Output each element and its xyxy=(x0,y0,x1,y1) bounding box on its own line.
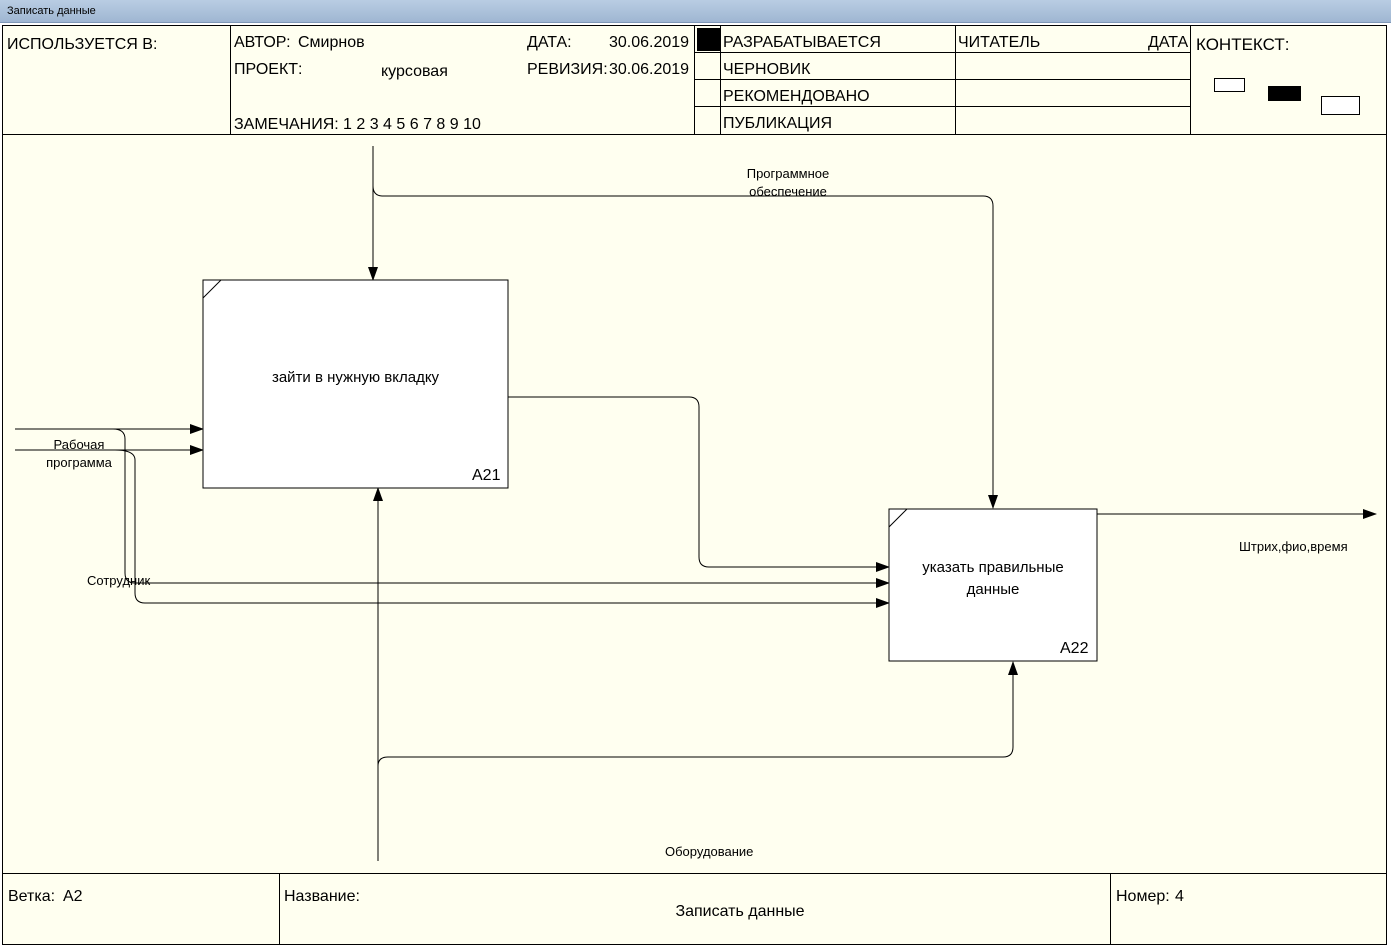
name-label: Название: xyxy=(284,888,360,905)
revision-value: 30.06.2019 xyxy=(609,61,690,78)
status-divider xyxy=(695,79,1191,80)
a21-label: зайти в нужную вкладку xyxy=(271,369,440,386)
diagram-canvas xyxy=(15,146,1377,861)
notes-label: ЗАМЕЧАНИЯ: xyxy=(234,116,339,133)
number-value: 4 xyxy=(1175,888,1184,905)
a21-output-arrow xyxy=(508,396,890,572)
author-cell: АВТОР: Смирнов ПРОЕКТ: курсовая ЗАМЕЧАНИ… xyxy=(231,26,695,134)
context-label: КОНТЕКСТ: xyxy=(1196,35,1290,54)
employee-label: Сотрудник xyxy=(87,573,151,588)
equipment-arrow-to-a22 xyxy=(377,661,1018,767)
branch-label: Ветка: xyxy=(8,888,56,905)
status-draft: ЧЕРНОВИК xyxy=(723,61,811,78)
window-title: Записать данные xyxy=(7,5,96,17)
notes-value: 1 2 3 4 5 6 7 8 9 10 xyxy=(343,116,481,133)
status-marker-column xyxy=(695,26,721,134)
name-value: Записать данные xyxy=(675,903,805,920)
a21-corner-mark xyxy=(202,279,222,299)
footer-branch-cell: Ветка: A2 xyxy=(3,873,280,944)
a22-label: указать правильные данные xyxy=(922,559,1064,598)
context-box-right xyxy=(1321,96,1360,115)
status-recommended: РЕКОМЕНДОВАНО xyxy=(723,88,870,105)
footer-top-border xyxy=(3,873,1386,874)
status-cell: РАЗРАБАТЫВАЕТСЯ ЧЕРНОВИК РЕКОМЕНДОВАНО П… xyxy=(721,26,956,134)
activity-box-a21 xyxy=(202,279,509,489)
reader-label: ЧИТАТЕЛЬ xyxy=(958,34,1041,51)
status-developing: РАЗРАБАТЫВАЕТСЯ xyxy=(723,34,881,51)
status-divider xyxy=(695,106,1191,107)
work-program-arrow-to-a22 xyxy=(114,449,890,608)
author-value: Смирнов xyxy=(298,34,365,51)
a21-id: A21 xyxy=(472,467,501,484)
output-label: Штрих,фио,время xyxy=(1239,539,1348,554)
date-label: ДАТА: xyxy=(527,34,572,51)
revision-label: РЕВИЗИЯ: xyxy=(527,61,608,78)
idef0-sheet: ИСПОЛЬЗУЕТСЯ В: АВТОР: Смирнов ПРОЕКТ: к… xyxy=(2,25,1387,945)
author-label: АВТОР: xyxy=(234,34,291,51)
date-value: 30.06.2019 xyxy=(609,34,690,51)
context-cell: КОНТЕКСТ: xyxy=(1191,26,1386,134)
project-value: курсовая xyxy=(381,63,448,80)
reader-date-label: ДАТА xyxy=(1148,34,1189,51)
footer-name-cell: Название: Записать данные xyxy=(280,873,1111,944)
work-program-label: Рабочая программа xyxy=(46,437,112,470)
header-bottom-border xyxy=(3,134,1386,135)
number-label: Номер: xyxy=(1116,888,1170,905)
window-titlebar: Записать данные xyxy=(0,0,1391,23)
project-label: ПРОЕКТ: xyxy=(234,61,303,78)
activity-box-a22 xyxy=(888,508,1098,662)
status-publication: ПУБЛИКАЦИЯ xyxy=(723,115,833,132)
a22-id: A22 xyxy=(1060,640,1089,657)
reader-cell: ЧИТАТЕЛЬ ДАТА xyxy=(956,26,1191,134)
status-current-marker xyxy=(697,28,720,51)
status-divider xyxy=(695,52,1191,53)
branch-value: A2 xyxy=(63,888,83,905)
used-in-cell: ИСПОЛЬЗУЕТСЯ В: xyxy=(3,26,231,134)
equipment-label: Оборудование xyxy=(665,844,754,859)
employee-arrow xyxy=(112,428,890,588)
footer-number-cell: Номер: 4 xyxy=(1111,873,1386,944)
software-label: Программное обеспечение xyxy=(746,166,830,199)
used-in-label: ИСПОЛЬЗУЕТСЯ В: xyxy=(7,36,158,53)
context-box-left xyxy=(1214,78,1245,92)
context-box-current xyxy=(1268,86,1301,101)
software-arrow-to-a22 xyxy=(372,185,998,509)
a22-corner-mark xyxy=(888,508,908,528)
